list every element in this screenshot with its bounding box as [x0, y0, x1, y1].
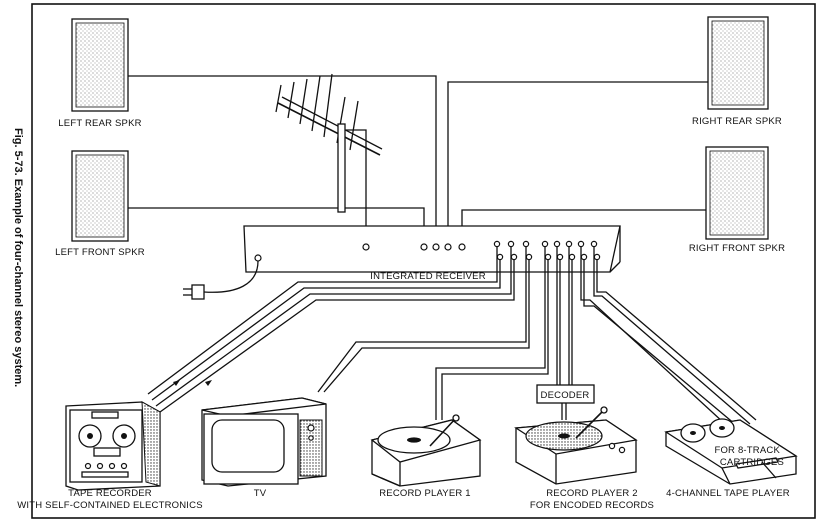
record-player-1-label: RECORD PLAYER 1	[379, 488, 471, 499]
cartridges-label: FOR 8-TRACK	[714, 445, 780, 456]
cartridges-sublabel: CARTRIDGES	[720, 457, 784, 468]
tape-recorder	[65, 401, 161, 491]
figure-caption: Fig. 5-73. Example of four-channel stere…	[12, 128, 24, 387]
decoder-label: DECODER	[541, 390, 590, 401]
antenna	[275, 73, 383, 245]
receiver-label: INTEGRATED RECEIVER	[370, 271, 486, 282]
tv-label: TV	[254, 488, 267, 499]
receiver-jacks	[254, 240, 601, 262]
decoder-box	[536, 384, 595, 420]
left-front-speaker-label: LEFT FRONT SPKR	[55, 247, 145, 258]
right-rear-speaker	[707, 16, 769, 110]
left-rear-speaker-label: LEFT REAR SPKR	[58, 118, 141, 129]
signal-cables	[147, 247, 757, 435]
record-player-2-label: RECORD PLAYER 2	[546, 488, 638, 499]
integrated-receiver	[243, 225, 621, 273]
speaker-wires	[128, 75, 708, 245]
right-front-speaker-label: RIGHT FRONT SPKR	[689, 243, 785, 254]
record-player-2	[514, 406, 638, 485]
tape-player-label: 4-CHANNEL TAPE PLAYER	[666, 488, 790, 499]
tape-recorder-sublabel: WITH SELF-CONTAINED ELECTRONICS	[17, 500, 202, 511]
television	[201, 397, 327, 487]
tape-player	[664, 418, 798, 485]
left-rear-speaker	[71, 18, 129, 112]
right-rear-speaker-label: RIGHT REAR SPKR	[692, 116, 782, 127]
record-player-1	[370, 414, 482, 487]
tape-recorder-label: TAPE RECORDER	[68, 488, 152, 499]
left-front-speaker	[71, 150, 129, 242]
right-front-speaker	[705, 146, 769, 240]
record-player-2-sublabel: FOR ENCODED RECORDS	[530, 500, 654, 511]
power-plug	[183, 260, 259, 300]
figure-frame	[31, 3, 816, 519]
